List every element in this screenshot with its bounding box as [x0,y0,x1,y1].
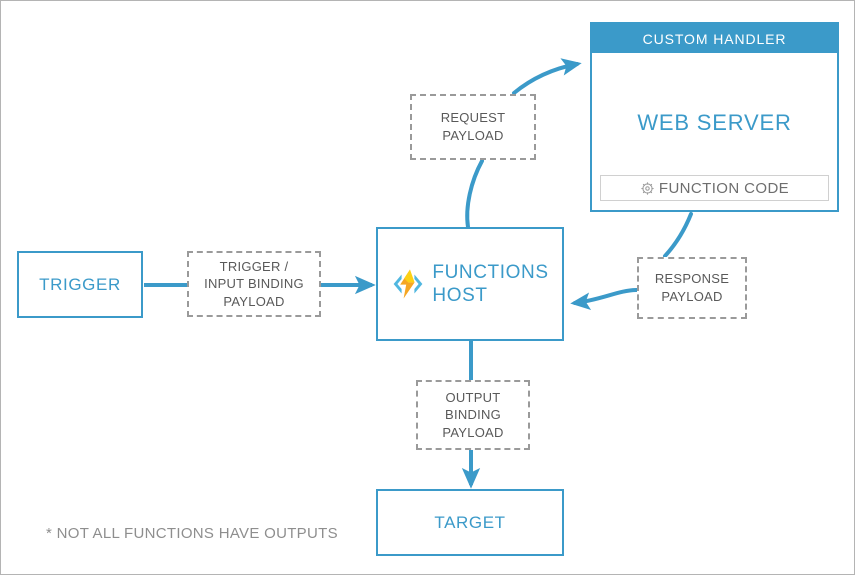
trigger-input-binding-payload-label: TRIGGER / INPUT BINDING PAYLOAD [204,258,304,311]
payload-line-2: PAYLOAD [661,289,723,304]
payload-line-1: REQUEST [440,110,506,126]
payload-line-3: PAYLOAD [223,293,285,309]
function-code-chip[interactable]: FUNCTION CODE [600,175,829,201]
trigger-label: TRIGGER [39,274,121,294]
request-payload-label: REQUEST PAYLOAD [441,109,506,144]
output-binding-payload-node: OUTPUT BINDING PAYLOAD [416,380,530,450]
payload-line-1: TRIGGER / [219,258,289,274]
functions-host-label: FUNCTIONS HOST [432,261,548,307]
payload-line-3: PAYLOAD [442,424,504,440]
payload-line-2: PAYLOAD [442,128,504,143]
trigger-node[interactable]: TRIGGER [17,251,143,318]
connector-host-to-request-payload [465,159,484,229]
footnote: * NOT ALL FUNCTIONS HAVE OUTPUTS [46,525,338,542]
output-binding-payload-label: OUTPUT BINDING PAYLOAD [442,389,503,442]
functions-host-label-line-2: HOST [432,285,488,306]
payload-line-1: OUTPUT [445,389,501,405]
payload-line-2: BINDING [445,407,501,423]
web-server-label: WEB SERVER [637,109,792,135]
response-payload-label: RESPONSE PAYLOAD [655,270,729,305]
custom-handler-node[interactable]: CUSTOM HANDLER WEB SERVER [590,22,839,212]
azure-functions-logo-icon [391,267,425,301]
payload-line-2: INPUT BINDING [204,276,304,292]
response-payload-node: RESPONSE PAYLOAD [637,257,747,319]
trigger-input-binding-payload-node: TRIGGER / INPUT BINDING PAYLOAD [187,251,321,317]
payload-line-1: RESPONSE [654,271,730,287]
custom-handler-header: CUSTOM HANDLER [592,24,837,53]
functions-host-content: FUNCTIONS HOST [391,261,548,307]
functions-host-node[interactable]: FUNCTIONS HOST [376,227,564,341]
gear-icon [640,181,655,196]
target-label: TARGET [434,512,506,532]
connector-webserver-to-response-payload [663,212,693,258]
connector-response-payload-to-host [570,288,639,310]
connector-request-payload-to-webserver [512,58,582,95]
custom-handler-body: WEB SERVER [592,53,837,210]
function-code-label: FUNCTION CODE [658,179,790,197]
target-node[interactable]: TARGET [376,489,564,556]
request-payload-node: REQUEST PAYLOAD [410,94,536,160]
functions-host-label-line-1: FUNCTIONS [432,261,549,283]
